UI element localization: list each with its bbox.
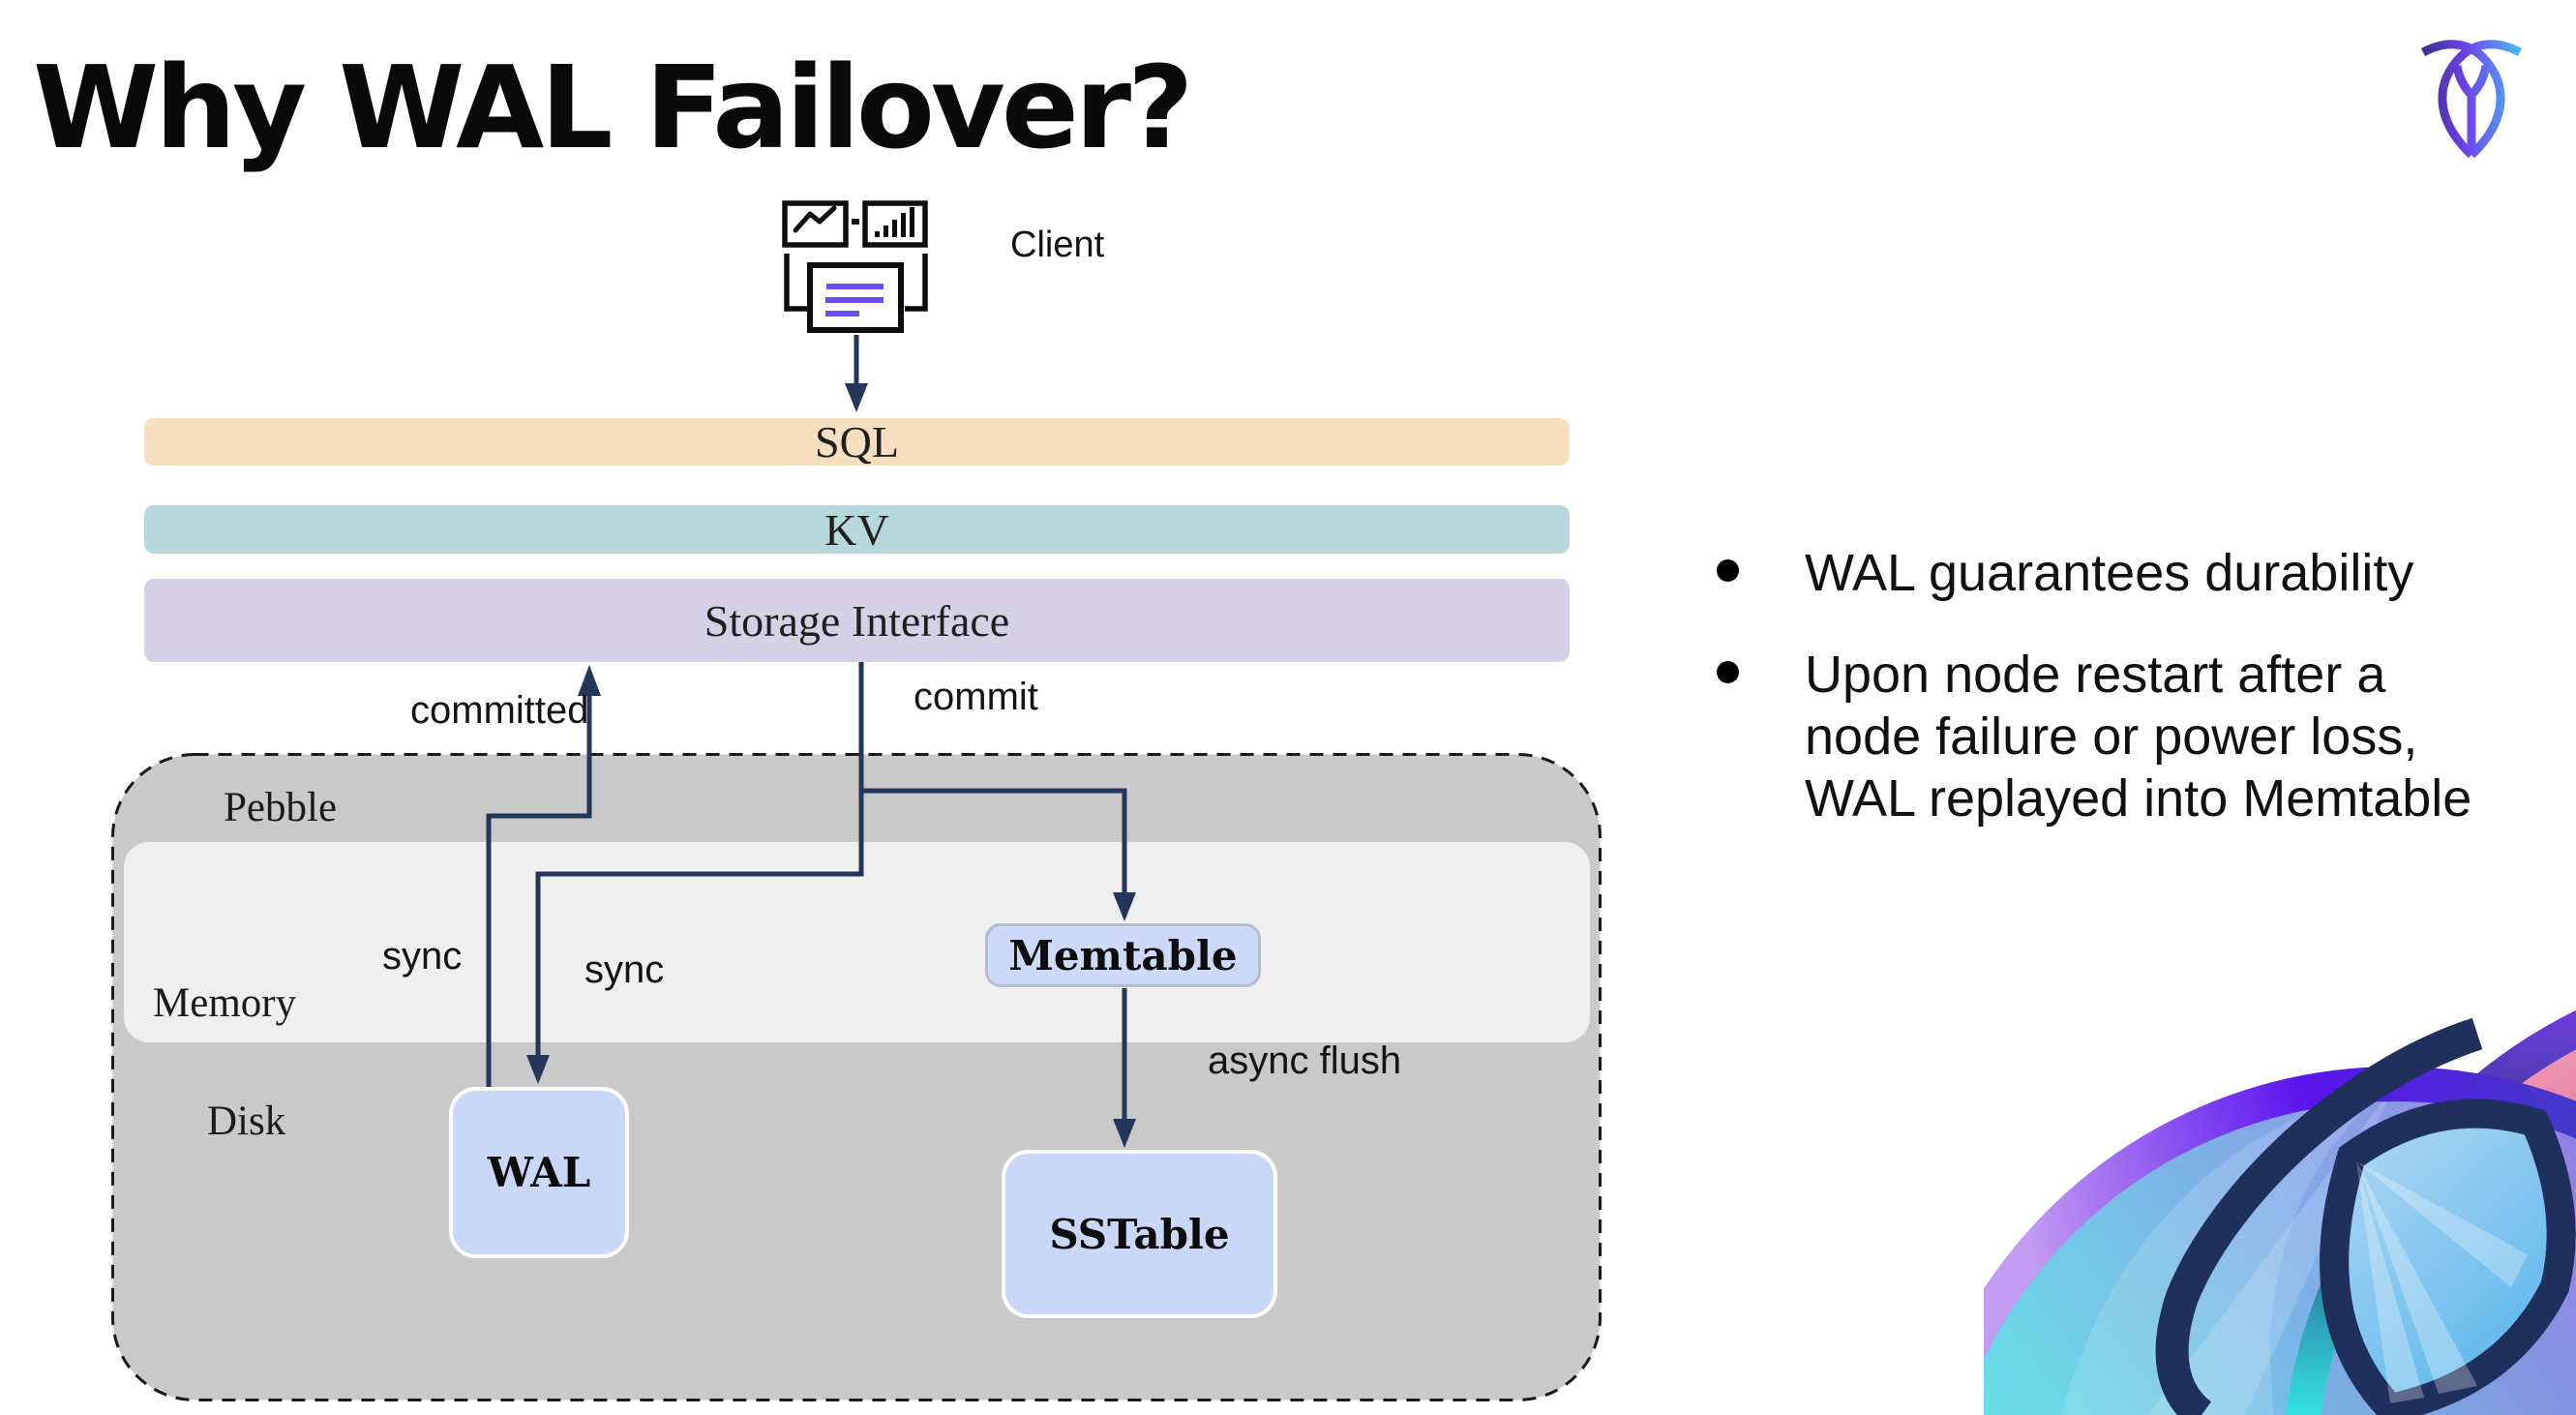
cockroachdb-logo xyxy=(2420,40,2523,159)
bullet-marker xyxy=(1717,661,1739,683)
memory-band xyxy=(124,842,1590,1042)
art-pink-circle xyxy=(2303,1030,2576,1415)
line-chart-icon xyxy=(782,200,849,248)
art-teal-sheen xyxy=(2061,1084,2395,1415)
logo-body-left-arc xyxy=(2438,40,2523,159)
arrow-committed xyxy=(486,696,592,1087)
art-teal-wedge xyxy=(2148,1084,2395,1415)
layer-kv: KV xyxy=(144,504,1570,555)
dash-connector xyxy=(852,219,859,225)
logo-stem xyxy=(2452,65,2491,153)
cockroachdb-brand-art xyxy=(1984,1009,2576,1415)
layer-sql-label: SQL xyxy=(815,417,899,467)
layer-storage-interface: Storage Interface xyxy=(144,579,1570,662)
line-chart-zigzag xyxy=(793,205,837,233)
wal-label: WAL xyxy=(487,1149,591,1196)
art-stem-arc xyxy=(2155,1017,2483,1415)
bullet-marker xyxy=(1717,559,1739,582)
right-bracket-icon xyxy=(905,254,928,312)
memtable-label: Memtable xyxy=(1008,931,1238,979)
client-apps-icon xyxy=(782,200,928,333)
edge-label-sync-commit: sync xyxy=(584,948,665,991)
logo-body-right-arc xyxy=(2420,40,2505,159)
art-teal-circle xyxy=(1984,1084,2576,1415)
arrowhead-sstable xyxy=(1113,1119,1136,1148)
document-icon xyxy=(807,262,904,333)
sstable-label: SSTable xyxy=(1049,1210,1230,1258)
art-leaf-veins xyxy=(2356,1161,2528,1403)
bullet-item: WAL guarantees durability xyxy=(1805,544,2414,602)
layer-storage-label: Storage Interface xyxy=(704,595,1010,646)
client-label: Client xyxy=(1010,225,1105,265)
art-purple-edge-arc xyxy=(1984,1067,2576,1360)
arrow-commit-to-memtable xyxy=(861,788,1127,894)
bullet-item: Upon node restart after a node failure o… xyxy=(1805,646,2472,828)
edge-label-async-flush: async flush xyxy=(1208,1039,1402,1082)
art-leaf xyxy=(2320,1099,2576,1415)
bar-chart-icon xyxy=(862,200,928,248)
node-wal: WAL xyxy=(449,1087,629,1258)
left-bracket-icon xyxy=(784,254,807,312)
layer-sql: SQL xyxy=(144,417,1570,467)
edge-label-sync-wal: sync xyxy=(382,935,463,978)
disk-label: Disk xyxy=(207,1099,286,1144)
edge-label-committed: committed xyxy=(410,689,589,732)
page-title: Why WAL Failover? xyxy=(33,41,1193,174)
node-sstable: SSTable xyxy=(1002,1150,1277,1318)
layer-kv-label: KV xyxy=(824,504,889,555)
arrowhead-client xyxy=(845,383,868,412)
bar-chart-bars xyxy=(875,207,914,237)
pebble-label: Pebble xyxy=(224,785,338,830)
document-text-lines xyxy=(825,284,884,316)
memory-label: Memory xyxy=(153,980,297,1026)
edge-label-commit: commit xyxy=(914,676,1038,718)
art-pink-edge-arc xyxy=(2285,1009,2576,1415)
arrowhead-memtable xyxy=(1113,892,1136,921)
node-memtable: Memtable xyxy=(985,923,1261,987)
arrowhead-sync-wal xyxy=(526,1055,550,1084)
arrow-heads xyxy=(526,383,1136,1148)
